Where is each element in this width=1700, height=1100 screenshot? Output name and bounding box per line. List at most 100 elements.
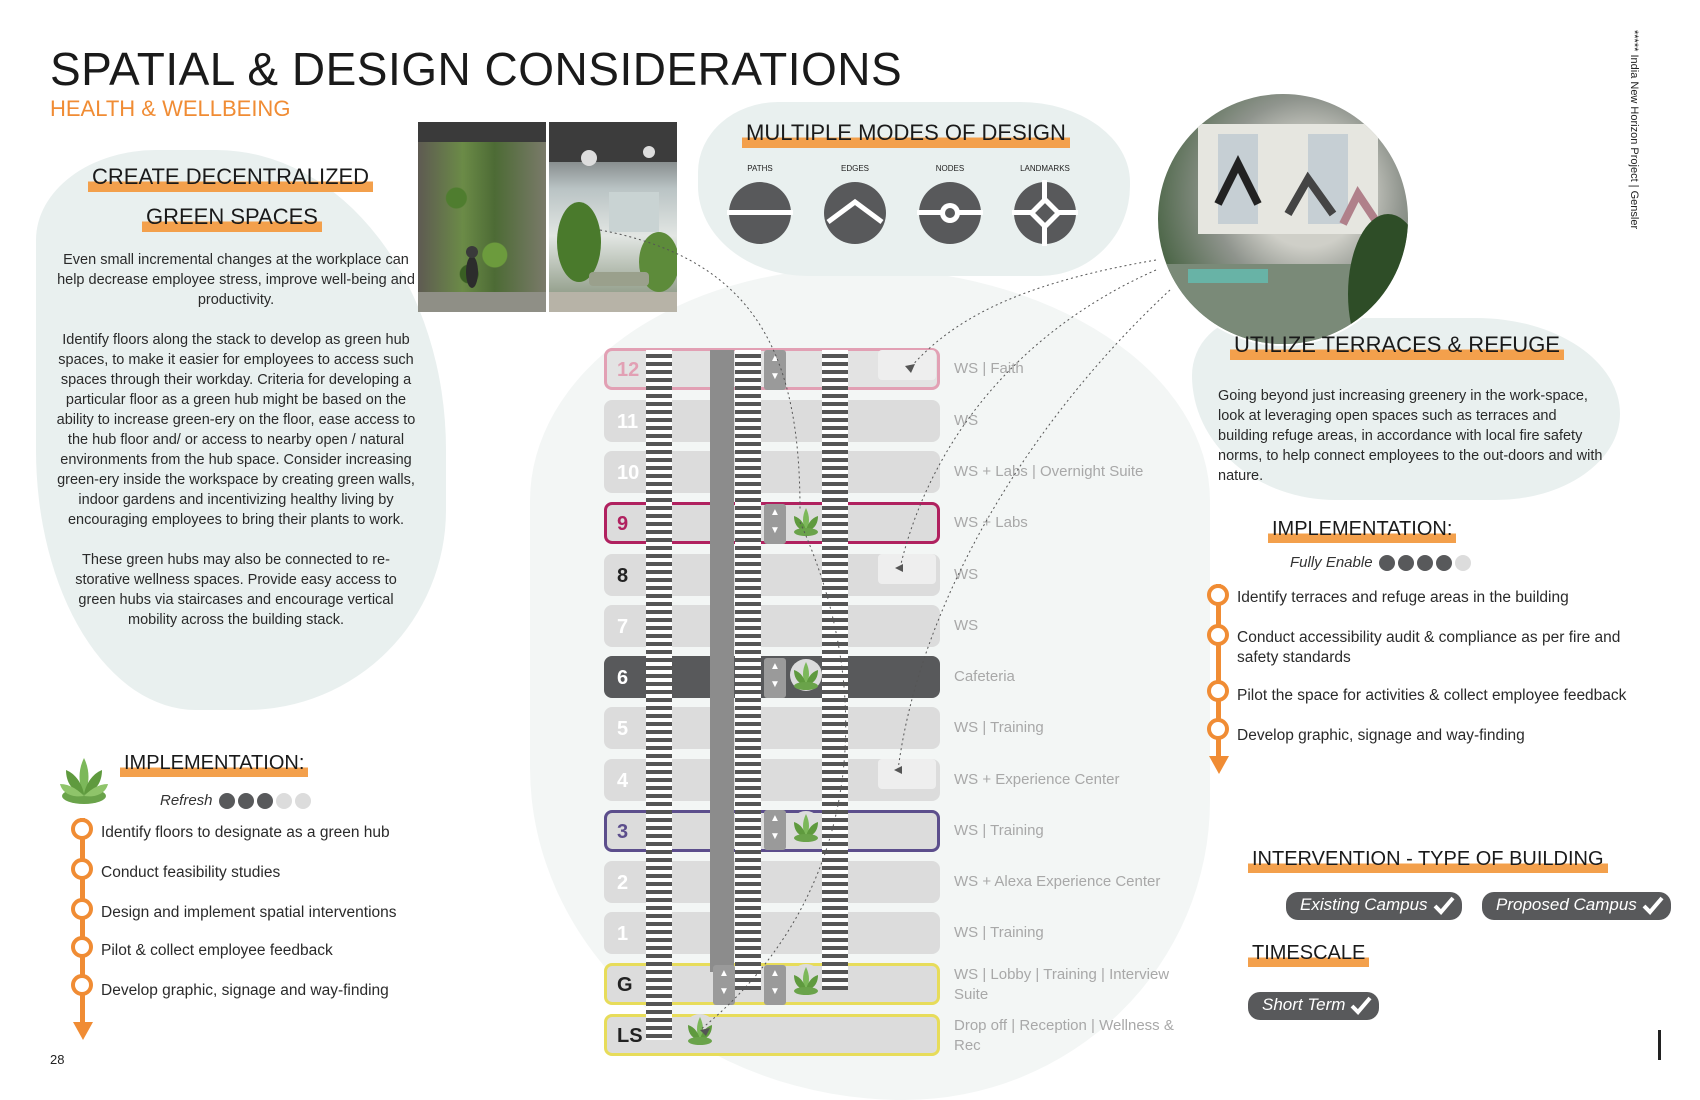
- elevator-icon: ▲▼: [764, 965, 786, 1005]
- succulent-icon: [789, 658, 823, 692]
- right-implementation-title: IMPLEMENTATION:: [1268, 518, 1457, 543]
- rating-dot: [237, 792, 254, 809]
- timeline-arrow-icon: [1209, 756, 1229, 774]
- green-wall-photo: [418, 122, 546, 312]
- floor-program-label: WS | Training: [954, 822, 1044, 839]
- outdoor-yoga-photo: [1156, 92, 1410, 346]
- floor-program-label: Cafeteria: [954, 668, 1015, 685]
- intervention-title-wrap: INTERVENTION - TYPE OF BUILDING: [1248, 848, 1608, 873]
- floor-number: 8: [617, 565, 629, 587]
- right-step-2: Conduct accessibility audit & compliance…: [1237, 629, 1621, 646]
- left-step-3: Design and implement spatial interventio…: [101, 904, 397, 921]
- left-step-1: Identify floors to designate as a green …: [101, 824, 390, 841]
- left-rating-dots: [218, 792, 311, 809]
- floor-program-label: WS: [954, 412, 979, 429]
- stair-3: [822, 350, 848, 990]
- right-heading: UTILIZE TERRACES & REFUGE: [1230, 332, 1564, 360]
- floor-number: 10: [617, 462, 640, 484]
- floor-number: 2: [617, 872, 629, 894]
- right-rating: Fully Enable: [1290, 554, 1471, 571]
- tag-existing-campus: Existing Campus: [1286, 892, 1462, 920]
- floor-program-label: WS: [954, 617, 979, 634]
- terrace-notch: [878, 759, 936, 789]
- floor-program-label: Drop off | Reception | Wellness & Rec: [954, 1017, 1174, 1054]
- floor-program-label: WS + Labs: [954, 514, 1028, 531]
- check-icon: [1433, 896, 1455, 915]
- rating-dot: [1378, 554, 1395, 571]
- nodes-icon: [917, 182, 983, 244]
- floor-number: LS: [617, 1025, 643, 1047]
- right-rating-label: Fully Enable: [1290, 554, 1373, 571]
- succulent-icon: [789, 963, 823, 997]
- tag-short-term: Short Term: [1248, 992, 1380, 1020]
- elevator-icon: ▲▼: [764, 658, 786, 698]
- tag-proposed-campus: Proposed Campus: [1482, 892, 1671, 920]
- right-timeline: [1204, 584, 1234, 788]
- left-step-4: Pilot & collect employee feedback: [101, 942, 333, 959]
- stair-1: [646, 350, 672, 1040]
- check-icon: [1351, 996, 1372, 1015]
- check-icon: [1642, 896, 1664, 915]
- left-para-3: These green hubs may also be connected t…: [75, 552, 397, 628]
- floor-number: 9: [617, 513, 629, 535]
- left-para-2: Identify floors along the stack to devel…: [56, 332, 416, 528]
- rating-dot: [1416, 554, 1433, 571]
- terrace-notch: [878, 554, 936, 584]
- left-body-text: Even small incremental changes at the wo…: [56, 250, 416, 650]
- page-subtitle: HEALTH & WELLBEING: [50, 96, 291, 121]
- left-heading-line1: CREATE DECENTRALIZED: [88, 164, 374, 192]
- page-title: SPATIAL & DESIGN CONSIDERATIONS: [50, 43, 903, 95]
- left-rating-label: Refresh: [160, 792, 213, 809]
- floor-number: 11: [617, 411, 639, 433]
- floor-program-label: WS | Training: [954, 924, 1044, 941]
- tag-short-term-label: Short Term: [1262, 995, 1346, 1014]
- landmarks-icon: [1012, 180, 1078, 246]
- elevator-shaft: [710, 350, 734, 972]
- mode-label-edges: EDGES: [840, 164, 869, 173]
- timescale-title-wrap: TIMESCALE: [1248, 942, 1370, 967]
- edges-icon: [824, 182, 886, 244]
- left-step-2: Conduct feasibility studies: [101, 864, 281, 881]
- floor-number: 5: [617, 718, 629, 740]
- timeline-node: [71, 818, 93, 840]
- floor-number: 3: [617, 821, 629, 843]
- timeline-node: [71, 974, 93, 996]
- left-heading-line2: GREEN SPACES: [142, 204, 322, 232]
- timeline-node: [1207, 718, 1229, 740]
- right-impl-title-wrap: IMPLEMENTATION:: [1268, 518, 1457, 543]
- timeline-node: [1207, 584, 1229, 606]
- left-heading-2-wrap: GREEN SPACES: [142, 204, 322, 232]
- timeline-node: [71, 898, 93, 920]
- intervention-title: INTERVENTION - TYPE OF BUILDING: [1248, 848, 1608, 873]
- left-implementation-title: IMPLEMENTATION:: [120, 752, 309, 777]
- left-background-blob: [36, 150, 446, 710]
- stair-2: [735, 350, 761, 990]
- floor-number: 6: [617, 667, 629, 689]
- floor-program-label: WS + Experience Center: [954, 771, 1120, 788]
- floor-program-label: WS | Faith: [954, 360, 1024, 377]
- rating-dot: [1454, 554, 1471, 571]
- timeline-arrow-icon: [73, 1022, 93, 1040]
- floor-number: G: [617, 974, 633, 996]
- succulent-icon: [60, 758, 108, 804]
- elevator-icon: ▲▼: [713, 965, 735, 1005]
- right-rating-dots: [1378, 554, 1471, 571]
- right-step-3: Pilot the space for activities & collect…: [1237, 687, 1627, 704]
- right-step-2b: safety standards: [1237, 649, 1351, 666]
- succulent-icon: [789, 504, 823, 538]
- timeline-node: [71, 858, 93, 880]
- elevator-icon: ▲▼: [764, 810, 786, 850]
- floor-number: 12: [617, 359, 640, 381]
- left-rating: Refresh: [160, 792, 311, 809]
- elevator-icon: ▲▼: [764, 350, 786, 390]
- tag-existing-campus-label: Existing Campus: [1300, 895, 1428, 914]
- left-step-5: Develop graphic, signage and way-finding: [101, 982, 389, 999]
- page-edge-marker: [1658, 1030, 1661, 1060]
- terrace-notch: [878, 350, 936, 380]
- right-step-4: Develop graphic, signage and way-finding: [1237, 727, 1525, 744]
- floor-program-label: WS + Alexa Experience Center: [954, 873, 1161, 890]
- rating-dot: [294, 792, 311, 809]
- left-para-1: Even small incremental changes at the wo…: [57, 252, 415, 308]
- floor-number: 7: [617, 616, 629, 638]
- mode-label-nodes: NODES: [935, 164, 965, 173]
